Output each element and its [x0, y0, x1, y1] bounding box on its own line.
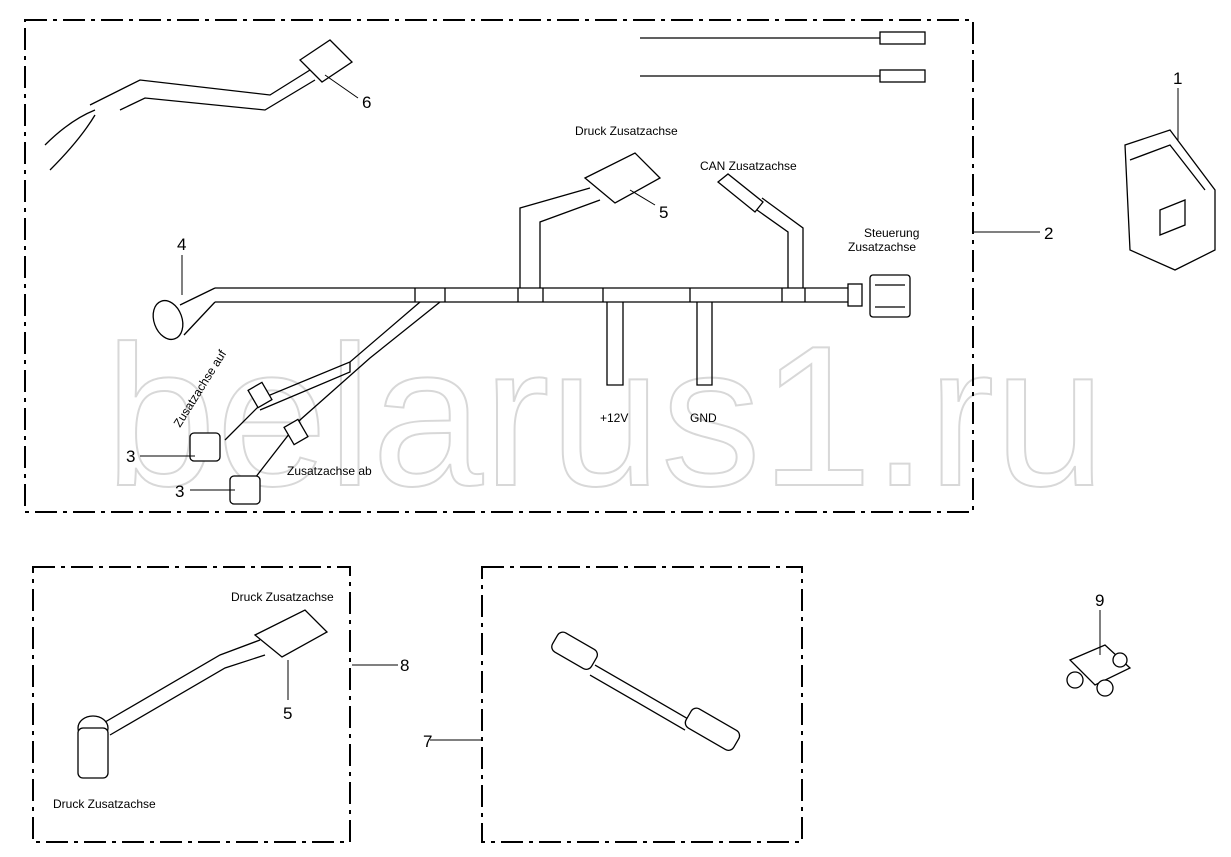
label-can-zusatzachse: CAN Zusatzachse [700, 159, 797, 173]
watermark: belarus1.ru [105, 305, 1106, 528]
callout-3a: 3 [126, 447, 135, 466]
callout-9: 9 [1095, 591, 1104, 610]
main-harness [152, 152, 911, 505]
label-plus12v: +12V [600, 411, 628, 425]
callout-2: 2 [1044, 224, 1053, 243]
single-wires [640, 31, 926, 83]
kit-7-box [481, 566, 803, 843]
label-steuerung: Steuerung [864, 226, 919, 240]
callout-3b: 3 [175, 482, 184, 501]
callout-8: 8 [400, 656, 409, 675]
label-gnd: GND [690, 411, 717, 425]
pigtail-6 [44, 39, 354, 171]
main-harness-kit-box [24, 19, 974, 513]
callout-6: 6 [362, 93, 371, 112]
callout-1: 1 [1173, 69, 1182, 88]
label-druck-zusatzachse: Druck Zusatzachse [575, 124, 678, 138]
callout-7: 7 [423, 732, 432, 751]
callout-5: 5 [659, 203, 668, 222]
label-zusatzachse-ab: Zusatzachse ab [287, 464, 372, 478]
kit-8-box [32, 566, 351, 843]
control-unit-1 [1124, 129, 1216, 271]
label-kit8-druck-top: Druck Zusatzachse [231, 590, 334, 604]
callout-4: 4 [177, 235, 186, 254]
sensor-cable-8 [77, 609, 329, 779]
t-connector-9 [1066, 644, 1132, 697]
can-cable-7 [551, 631, 741, 751]
callout-5-kit8: 5 [283, 704, 292, 723]
label-kit8-druck-bottom: Druck Zusatzachse [53, 797, 156, 811]
label-steuerung-zusatzachse: Zusatzachse [848, 240, 916, 254]
